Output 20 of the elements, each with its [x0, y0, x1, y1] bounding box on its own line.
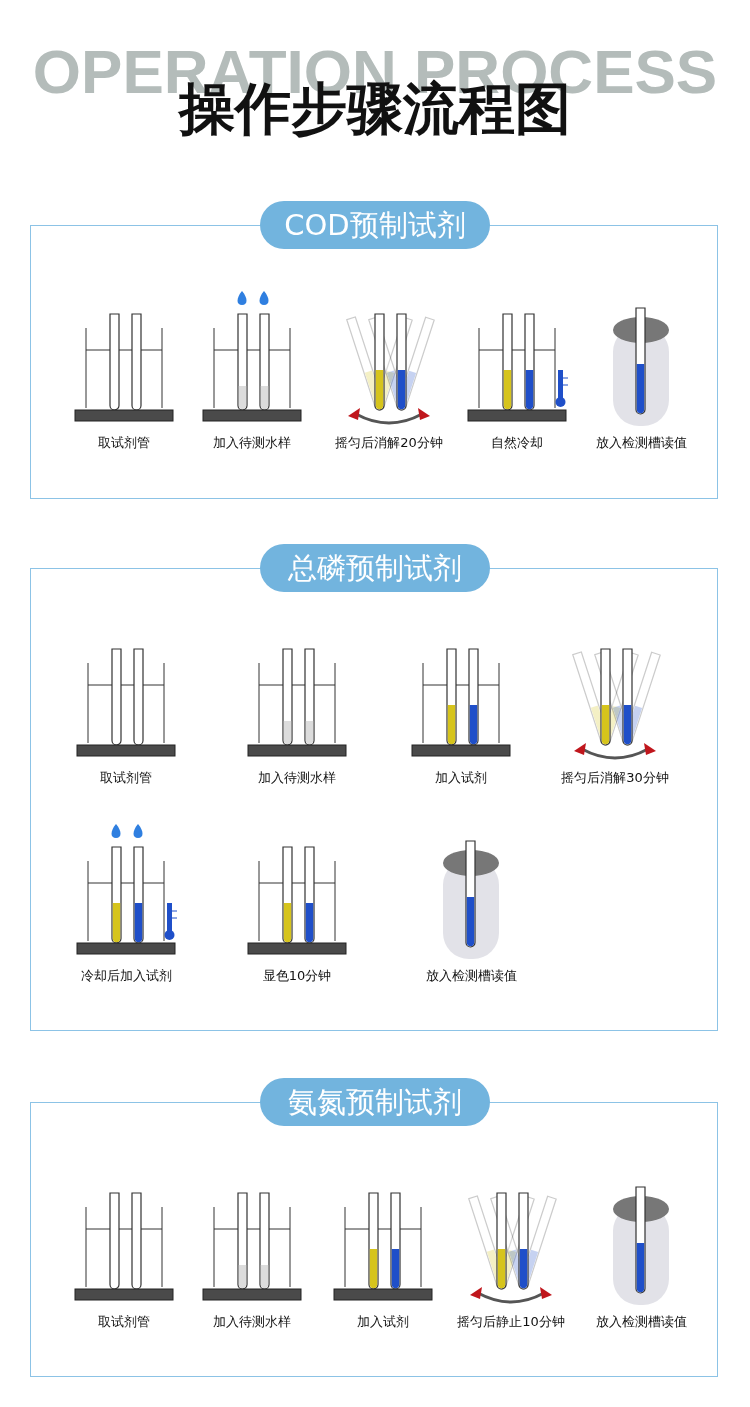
section-heading: 氨氮预制试剂: [260, 1078, 490, 1126]
step-caption: 放入检测槽读值: [594, 1313, 688, 1331]
step-caption: 摇匀后消解30分钟: [560, 769, 670, 787]
step-caption: 放入检测槽读值: [424, 967, 518, 985]
step-caption: 加入试剂: [356, 1313, 410, 1331]
step-caption: 加入试剂: [434, 769, 488, 787]
step-caption: 摇匀后静止10分钟: [456, 1313, 566, 1331]
step-caption: 放入检测槽读值: [594, 434, 688, 452]
step-caption: 自然冷却: [490, 434, 544, 452]
step-caption: 显色10分钟: [261, 967, 333, 985]
section-heading: COD预制试剂: [260, 201, 490, 249]
step-caption: 加入待测水样: [257, 769, 337, 787]
step-caption: 冷却后加入试剂: [79, 967, 173, 985]
section-heading: 总磷预制试剂: [260, 544, 490, 592]
step-caption: 摇匀后消解20分钟: [334, 434, 444, 452]
step-caption: 加入待测水样: [212, 1313, 292, 1331]
step-caption: 加入待测水样: [212, 434, 292, 452]
step-caption: 取试剂管: [97, 434, 151, 452]
step-caption: 取试剂管: [99, 769, 153, 787]
step-caption: 取试剂管: [97, 1313, 151, 1331]
